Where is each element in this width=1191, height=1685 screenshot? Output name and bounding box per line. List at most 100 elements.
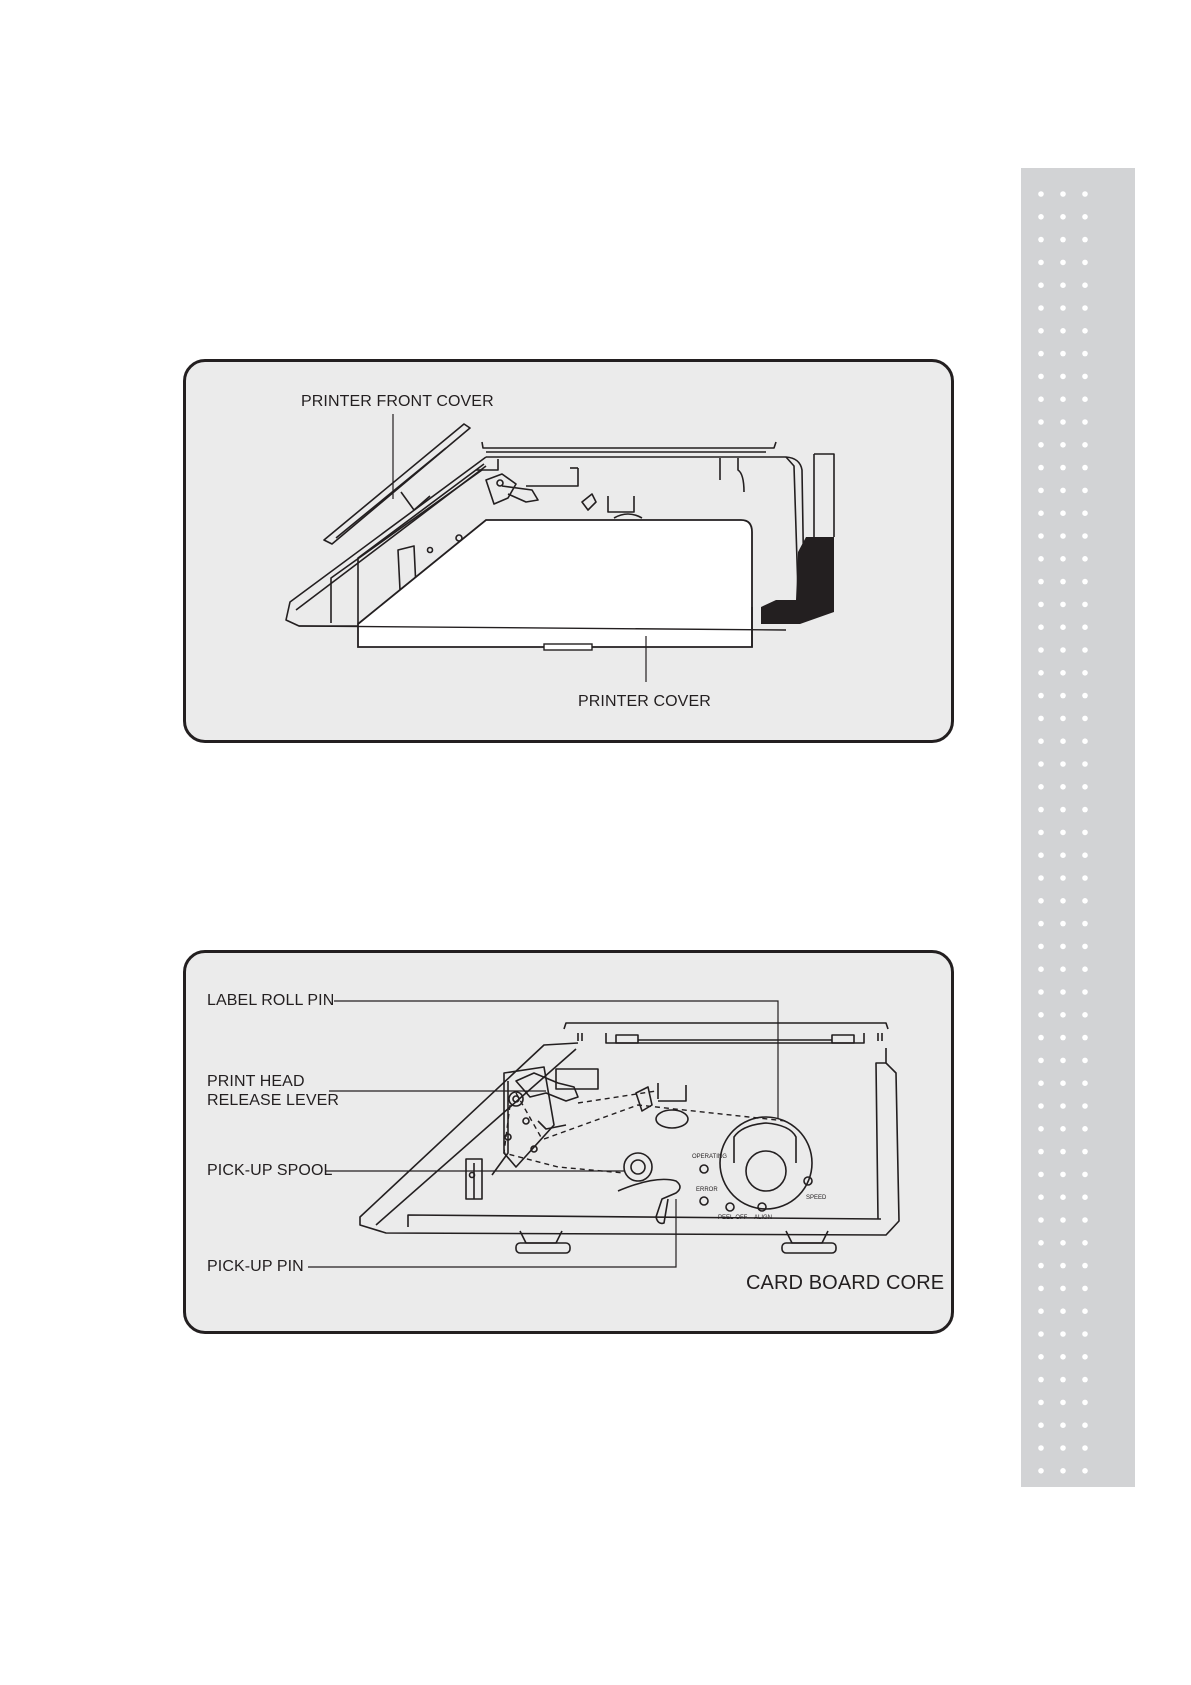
dot-pattern <box>1021 168 1135 1487</box>
sidebar-dot <box>1038 260 1044 266</box>
sidebar-dot <box>1082 533 1088 539</box>
sidebar-dot <box>1038 533 1044 539</box>
sidebar-dot <box>1038 875 1044 881</box>
sidebar-dot <box>1060 374 1066 380</box>
sidebar-dot <box>1038 1263 1044 1269</box>
sidebar-dot <box>1082 784 1088 790</box>
sidebar-dot <box>1038 374 1044 380</box>
sidebar-dot <box>1082 488 1088 494</box>
sidebar-dot <box>1038 465 1044 471</box>
sidebar-dot <box>1038 1194 1044 1200</box>
sidebar-dot <box>1060 1217 1066 1223</box>
sidebar-dot <box>1038 1217 1044 1223</box>
sidebar-dot <box>1038 830 1044 836</box>
sidebar-dot <box>1038 1308 1044 1314</box>
sidebar-dot <box>1060 282 1066 288</box>
sidebar-dot <box>1038 921 1044 927</box>
sidebar-dot <box>1060 1103 1066 1109</box>
sidebar-dot <box>1038 1058 1044 1064</box>
sidebar-dot <box>1082 852 1088 858</box>
card-board-core-label: CARD BOARD CORE <box>746 1271 944 1295</box>
sidebar-dot <box>1082 260 1088 266</box>
sidebar-dot <box>1060 738 1066 744</box>
sidebar-dot <box>1082 442 1088 448</box>
sidebar-dot <box>1060 1308 1066 1314</box>
printer-cover-diagram-panel: PRINTER FRONT COVER PRINTER COVER <box>183 359 954 743</box>
error-led-text: ERROR <box>696 1187 718 1193</box>
sidebar-dot <box>1060 419 1066 425</box>
sidebar-dot <box>1082 214 1088 220</box>
sidebar-dot <box>1038 1103 1044 1109</box>
sidebar-dot <box>1060 1445 1066 1451</box>
sidebar-dot <box>1082 1012 1088 1018</box>
align-led-text: ALIGN <box>754 1215 772 1221</box>
sidebar-dot <box>1038 351 1044 357</box>
sidebar-dot <box>1082 556 1088 562</box>
printer-front-cover-shape <box>324 424 470 544</box>
sidebar-dot <box>1060 351 1066 357</box>
sidebar-dot <box>1038 989 1044 995</box>
sidebar-dot <box>1082 1377 1088 1383</box>
sidebar-dot <box>1082 989 1088 995</box>
sidebar-dot <box>1038 214 1044 220</box>
sidebar-dot <box>1060 1422 1066 1428</box>
sidebar-dot <box>1060 1149 1066 1155</box>
sidebar-dot <box>1038 1331 1044 1337</box>
page-side-tab <box>1021 168 1135 1487</box>
sidebar-dot <box>1060 260 1066 266</box>
sidebar-dot <box>1060 191 1066 197</box>
sidebar-dot <box>1082 716 1088 722</box>
speed-led-text: SPEED <box>806 1195 827 1201</box>
sidebar-dot <box>1060 1263 1066 1269</box>
sidebar-dot <box>1060 305 1066 311</box>
sidebar-dot <box>1038 191 1044 197</box>
sidebar-dot <box>1082 579 1088 585</box>
sidebar-dot <box>1060 693 1066 699</box>
sidebar-dot <box>1060 966 1066 972</box>
sidebar-dot <box>1082 282 1088 288</box>
sidebar-dot <box>1038 1126 1044 1132</box>
sidebar-dot <box>1082 602 1088 608</box>
sidebar-dot <box>1082 510 1088 516</box>
sidebar-dot <box>1060 556 1066 562</box>
sidebar-dot <box>1082 1035 1088 1041</box>
sidebar-dot <box>1082 465 1088 471</box>
label-roll-pin-label: LABEL ROLL PIN <box>207 991 334 1010</box>
sidebar-dot <box>1060 784 1066 790</box>
sidebar-dot <box>1082 1240 1088 1246</box>
sidebar-dot <box>1082 1354 1088 1360</box>
sidebar-dot <box>1038 1286 1044 1292</box>
sidebar-dot <box>1060 1377 1066 1383</box>
sidebar-dot <box>1038 624 1044 630</box>
sidebar-dot <box>1082 1217 1088 1223</box>
sidebar-dot <box>1038 510 1044 516</box>
sidebar-dot <box>1082 830 1088 836</box>
sidebar-dot <box>1060 1240 1066 1246</box>
sidebar-dot <box>1082 761 1088 767</box>
sidebar-dot <box>1060 533 1066 539</box>
sidebar-dot <box>1082 875 1088 881</box>
sidebar-dot <box>1038 1400 1044 1406</box>
sidebar-dot <box>1060 602 1066 608</box>
sidebar-dot <box>1082 670 1088 676</box>
sidebar-dot <box>1082 1308 1088 1314</box>
sidebar-dot <box>1082 807 1088 813</box>
sidebar-dot <box>1060 624 1066 630</box>
sidebar-dot <box>1082 647 1088 653</box>
sidebar-dot <box>1038 966 1044 972</box>
sidebar-dot <box>1038 237 1044 243</box>
sidebar-dot <box>1060 1080 1066 1086</box>
sidebar-dot <box>1060 396 1066 402</box>
sidebar-dot <box>1038 1080 1044 1086</box>
sidebar-dot <box>1038 647 1044 653</box>
sidebar-dot <box>1060 1331 1066 1337</box>
sidebar-dot <box>1082 944 1088 950</box>
sidebar-dot <box>1082 305 1088 311</box>
sidebar-dot <box>1082 738 1088 744</box>
sidebar-dot <box>1082 1400 1088 1406</box>
sidebar-dot <box>1082 1286 1088 1292</box>
sidebar-dot <box>1038 716 1044 722</box>
sidebar-dot <box>1038 761 1044 767</box>
sidebar-dot <box>1082 374 1088 380</box>
sidebar-dot <box>1060 1194 1066 1200</box>
